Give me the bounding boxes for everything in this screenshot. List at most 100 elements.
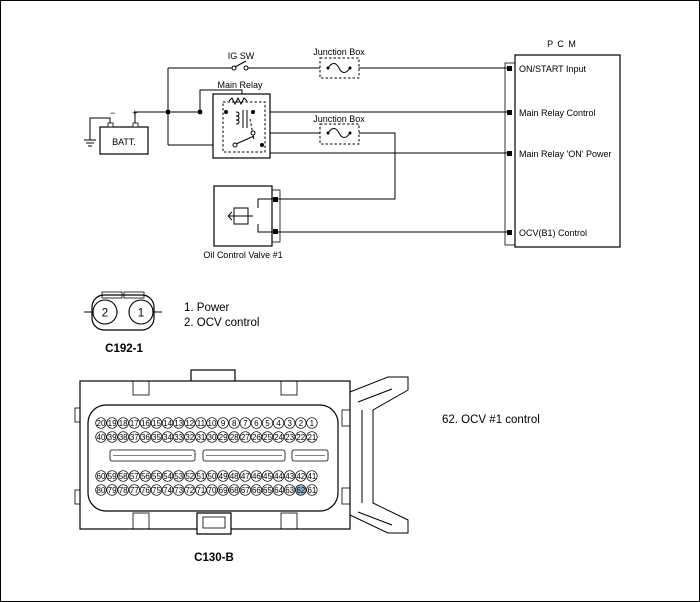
c130-pin-label-33: 33 — [174, 433, 183, 442]
c130-pin-label-70: 70 — [208, 486, 217, 495]
c130-pin-label-14: 14 — [163, 419, 172, 428]
ig-sw-label: IG SW — [228, 51, 255, 61]
c130-pin-30 — [206, 431, 218, 443]
c130-pin-68 — [228, 484, 240, 496]
c130-pin-17 — [128, 417, 140, 429]
c130-pin-70 — [206, 484, 218, 496]
c130-pin-label-7: 7 — [243, 419, 248, 428]
c130-pin-label-17: 17 — [130, 419, 139, 428]
c130-pin-67 — [239, 484, 251, 496]
c130-pin-label-23: 23 — [285, 433, 294, 442]
pcm-box — [514, 54, 621, 248]
c130-pin-label-68: 68 — [230, 486, 239, 495]
c130-pin-label-1: 1 — [310, 419, 315, 428]
ground-symbol — [84, 117, 111, 147]
c130-pin-label-69: 69 — [219, 486, 228, 495]
c130-pin-36 — [139, 431, 152, 443]
c130-pin-39 — [106, 431, 118, 443]
c130-pin-56 — [139, 470, 152, 482]
c130-pin-label-21: 21 — [307, 433, 316, 442]
c130-pin-label-44: 44 — [274, 472, 283, 481]
c130-pin-69 — [217, 484, 229, 496]
c130-pin-21 — [306, 431, 318, 443]
c130-pin-label-30: 30 — [208, 433, 217, 442]
c130-pin-79 — [106, 484, 118, 496]
c130-pin-label-60: 60 — [97, 472, 106, 481]
c192-name: C192-1 — [105, 343, 143, 355]
c130-pin-label-4: 4 — [276, 419, 281, 428]
c130-pin-label-12: 12 — [185, 419, 194, 428]
c130-pin-75 — [150, 484, 163, 496]
c130-pin-label-34: 34 — [163, 433, 172, 442]
c130-pin-label-58: 58 — [119, 472, 128, 481]
c130-pin-label-80: 80 — [97, 486, 106, 495]
battery-label: BATT. — [112, 137, 136, 147]
c130-pin-11 — [195, 417, 207, 429]
c130-pin-12 — [184, 417, 196, 429]
c192-legend-2: 2. OCV control — [184, 317, 259, 329]
c130-pin-50 — [206, 470, 218, 482]
c130-pin-label-52: 52 — [185, 472, 194, 481]
c130-pin-label-13: 13 — [174, 419, 183, 428]
c130-pin-35 — [150, 431, 163, 443]
c130-pin-80 — [95, 484, 107, 496]
c130-pin-9 — [217, 417, 229, 429]
c130-pin-28 — [228, 431, 240, 443]
c130-pin-label-72: 72 — [185, 486, 194, 495]
c130-pin-label-32: 32 — [185, 433, 194, 442]
c130-pin-label-28: 28 — [230, 433, 239, 442]
c130-pin-29 — [217, 431, 229, 443]
c130-pin-49 — [217, 470, 229, 482]
c130-pin-label-36: 36 — [141, 433, 150, 442]
c130-pin-label-20: 20 — [97, 419, 106, 428]
c130-pin-19 — [106, 417, 118, 429]
c130-pin-16 — [139, 417, 152, 429]
c130-pin-59 — [106, 470, 118, 482]
c130-pin-66 — [250, 484, 263, 496]
c130-pin-37 — [128, 431, 140, 443]
c130-pin-22 — [295, 431, 307, 443]
pcm-pin-markers — [507, 66, 512, 235]
c130-pin-60 — [95, 470, 107, 482]
pcm-connector — [504, 62, 516, 246]
c130-pin-label-5: 5 — [265, 419, 270, 428]
c130-pin-label-76: 76 — [141, 486, 150, 495]
c130-pin-5 — [261, 417, 274, 429]
c130-pin-label-50: 50 — [208, 472, 217, 481]
c130-pin-label-48: 48 — [230, 472, 239, 481]
c130-pin-label-35: 35 — [152, 433, 161, 442]
c130-pin-label-59: 59 — [108, 472, 117, 481]
c130-pin-63 — [284, 484, 296, 496]
c130-pin-label-8: 8 — [232, 419, 237, 428]
c130-pin-3 — [284, 417, 296, 429]
c130-pin-label-2: 2 — [299, 419, 304, 428]
c130-pin-27 — [239, 431, 251, 443]
c130-pin-71 — [195, 484, 207, 496]
c130-pin-48 — [228, 470, 240, 482]
c130-pin-label-38: 38 — [119, 433, 128, 442]
c130-pin-64 — [272, 484, 285, 496]
c130-pin-31 — [195, 431, 207, 443]
pcm-pin-main-relay-on-power: Main Relay 'ON' Power — [519, 149, 611, 159]
c130-name: C130-B — [194, 552, 234, 564]
junction-box-1-fuse — [319, 57, 360, 79]
c130-pin-7 — [239, 417, 251, 429]
c130-pin-74 — [161, 484, 174, 496]
c130-pin-33 — [173, 431, 185, 443]
pcm-pin-main-relay-control: Main Relay Control — [519, 108, 596, 118]
c130-pin-72 — [184, 484, 196, 496]
c130-pin-label-66: 66 — [252, 486, 261, 495]
c130-pin-47 — [239, 470, 251, 482]
c130-pin-62 — [295, 484, 307, 496]
c130-pin-4 — [272, 417, 285, 429]
c130-pin-51 — [195, 470, 207, 482]
c130-pin-54 — [161, 470, 174, 482]
c130-pin-label-29: 29 — [219, 433, 228, 442]
c130-pin-label-18: 18 — [119, 419, 128, 428]
c130-pin-label-3: 3 — [287, 419, 292, 428]
c130-pin-65 — [261, 484, 274, 496]
c130-pin-53 — [173, 470, 185, 482]
c130-pin-label-22: 22 — [296, 433, 305, 442]
